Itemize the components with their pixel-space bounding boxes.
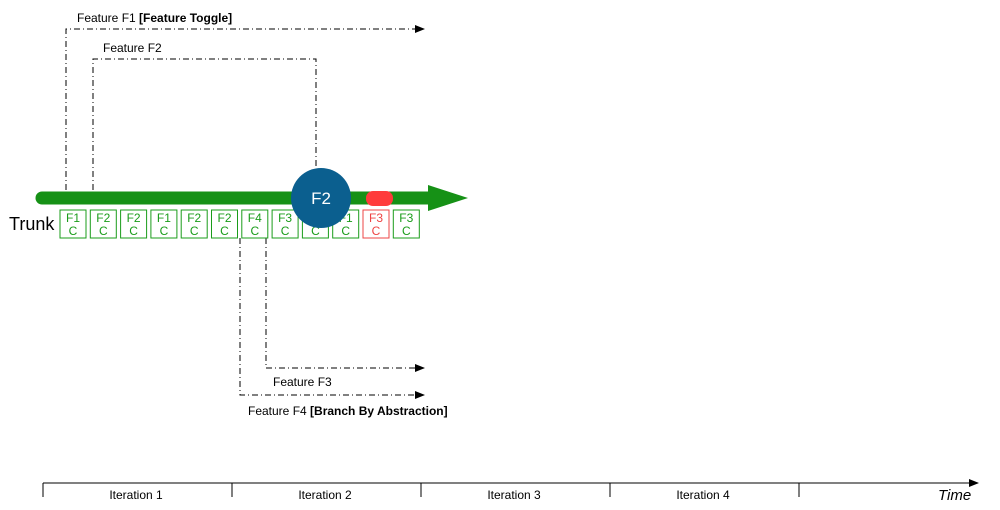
commit-box: F3C — [362, 209, 390, 239]
commit-box: F4C — [241, 209, 269, 239]
commit-type-label: C — [69, 224, 78, 238]
commit-feature-label: F2 — [127, 211, 141, 225]
commit-box: F2C — [89, 209, 117, 239]
iteration-label: Iteration 1 — [109, 488, 163, 502]
commit-type-label: C — [99, 224, 108, 238]
commit-feature-label: F2 — [96, 211, 110, 225]
commit-box: F2C — [211, 209, 238, 239]
commit-type-label: C — [250, 224, 259, 238]
commit-feature-label: F2 — [187, 211, 201, 225]
commit-type-label: C — [160, 224, 169, 238]
commit-box: F1C — [59, 209, 87, 239]
feature-branch-lines — [65, 25, 425, 399]
commit-type-label: C — [220, 224, 229, 238]
branch-line-f3 — [265, 238, 425, 372]
commit-box: F2C — [180, 209, 208, 239]
commit-type-label: C — [402, 224, 411, 238]
commit-feature-label: F3 — [369, 211, 383, 225]
branch-label-f4: Feature F4 [Branch By Abstraction] — [248, 404, 448, 418]
iteration-label: Iteration 3 — [487, 488, 541, 502]
commit-box: F2C — [120, 209, 148, 239]
branch-label-f2: Feature F2 — [103, 41, 162, 55]
commit-feature-label: F4 — [248, 211, 262, 225]
branch-label-f3: Feature F3 — [273, 375, 332, 389]
commit-feature-label: F3 — [399, 211, 413, 225]
branch-line-f2 — [92, 58, 317, 190]
time-axis-label: Time — [938, 487, 971, 504]
timeline: Iteration 1 Iteration 2 Iteration 3 Iter… — [42, 479, 979, 504]
commit-type-label: C — [190, 224, 199, 238]
commit-type-label: C — [129, 224, 138, 238]
iteration-label: Iteration 2 — [298, 488, 352, 502]
branch-label-f1: Feature F1 [Feature Toggle] — [77, 11, 232, 25]
branch-line-f4 — [239, 238, 425, 399]
trunk-label: Trunk — [9, 214, 55, 234]
trunk-arrow — [35, 185, 468, 211]
broken-build-marker — [366, 191, 393, 206]
merge-node-label: F2 — [311, 189, 331, 208]
commit-type-label: C — [341, 224, 350, 238]
commit-type-label: C — [281, 224, 290, 238]
commit-type-label: C — [372, 224, 381, 238]
commit-type-label: C — [311, 224, 320, 238]
iteration-label: Iteration 4 — [676, 488, 730, 502]
commit-feature-label: F2 — [217, 211, 231, 225]
commit-list: F1CF2CF2CF1CF2CF2CF4CF3CF2CF1CF3CF3C — [59, 209, 420, 239]
commit-feature-label: F3 — [278, 211, 292, 225]
commit-box: F3C — [271, 209, 299, 239]
merge-node-f2: F2 — [291, 168, 351, 228]
branch-line-f1 — [65, 25, 425, 190]
commit-feature-label: F1 — [66, 211, 80, 225]
commit-box: F3C — [392, 209, 420, 239]
commit-feature-label: F1 — [157, 211, 171, 225]
commit-box: F1C — [150, 209, 178, 239]
